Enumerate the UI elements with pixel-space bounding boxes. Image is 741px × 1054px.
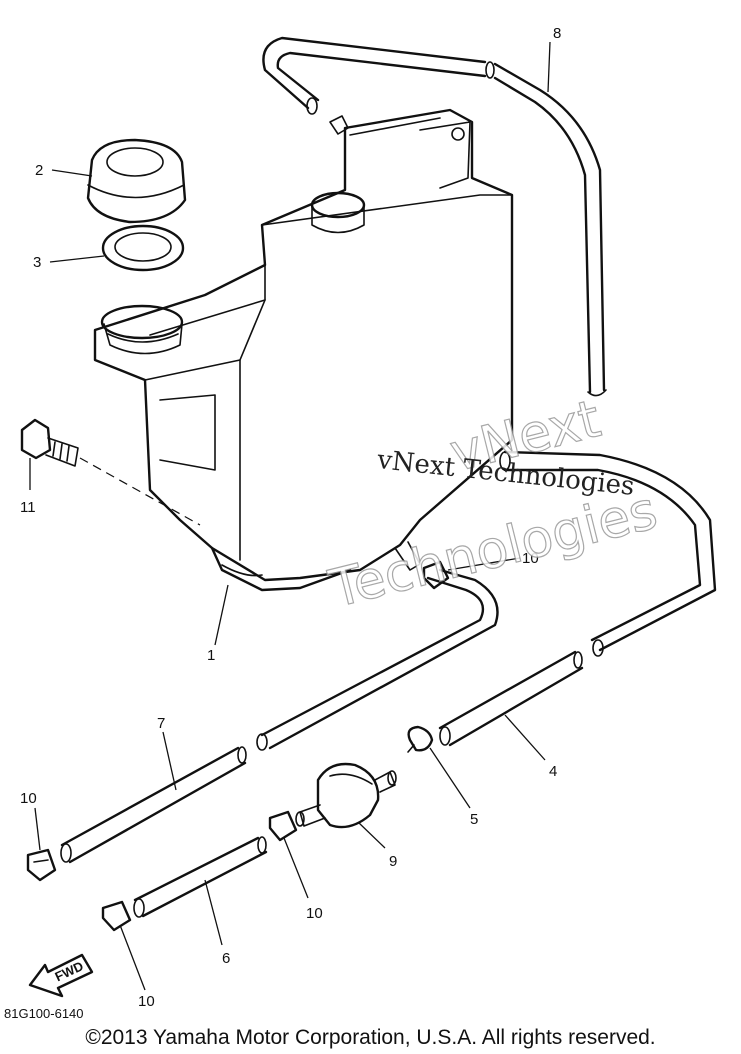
watermark: vNext Technologies vNext Technologies [323,389,664,621]
leader-lines [29,41,551,991]
callout-5: 5 [470,811,478,828]
mounting-bolt-11 [20,418,201,526]
hose-clip-5 [407,725,434,753]
callout-labels: 1 2 3 4 5 6 7 8 9 10 10 10 10 11 [20,25,561,1010]
forward-arrow-icon: FWD [28,953,94,998]
overflow-hose-route [256,568,499,751]
watermark-line2: Technologies [323,481,663,620]
return-hose-route [499,450,717,657]
cap-gasket-3 [101,224,185,272]
hose-4 [438,650,584,747]
callout-10-bottom: 10 [138,993,155,1010]
breather-hose-8 [262,36,607,397]
callout-4: 4 [549,763,557,780]
hose-clip-10-left [26,848,57,882]
fwd-label: FWD [53,958,86,984]
check-valve-9 [295,762,397,829]
copyright-notice: ©2013 Yamaha Motor Corporation, U.S.A. A… [85,1026,656,1049]
hose-6 [133,836,268,918]
callout-10-tank: 10 [522,550,539,567]
callout-1: 1 [207,647,215,664]
callout-11: 11 [20,499,36,516]
hose-clip-10-bottom [101,900,132,932]
callout-2: 2 [35,162,43,179]
hose-clip-10-mid [268,810,298,842]
reservoir-cap-2 [86,138,187,224]
callout-3: 3 [33,254,41,271]
callout-8: 8 [553,25,561,42]
callout-6: 6 [222,950,230,967]
callout-9: 9 [389,853,397,870]
callout-7: 7 [157,715,165,732]
coolant-reservoir-tank-1 [93,108,514,646]
hose-7 [60,746,247,864]
hose-clip-10-tank [422,560,450,590]
callout-10-left: 10 [20,790,37,807]
drawing-code: 81G100-6140 [4,1006,84,1021]
callout-10-mid: 10 [306,905,323,922]
